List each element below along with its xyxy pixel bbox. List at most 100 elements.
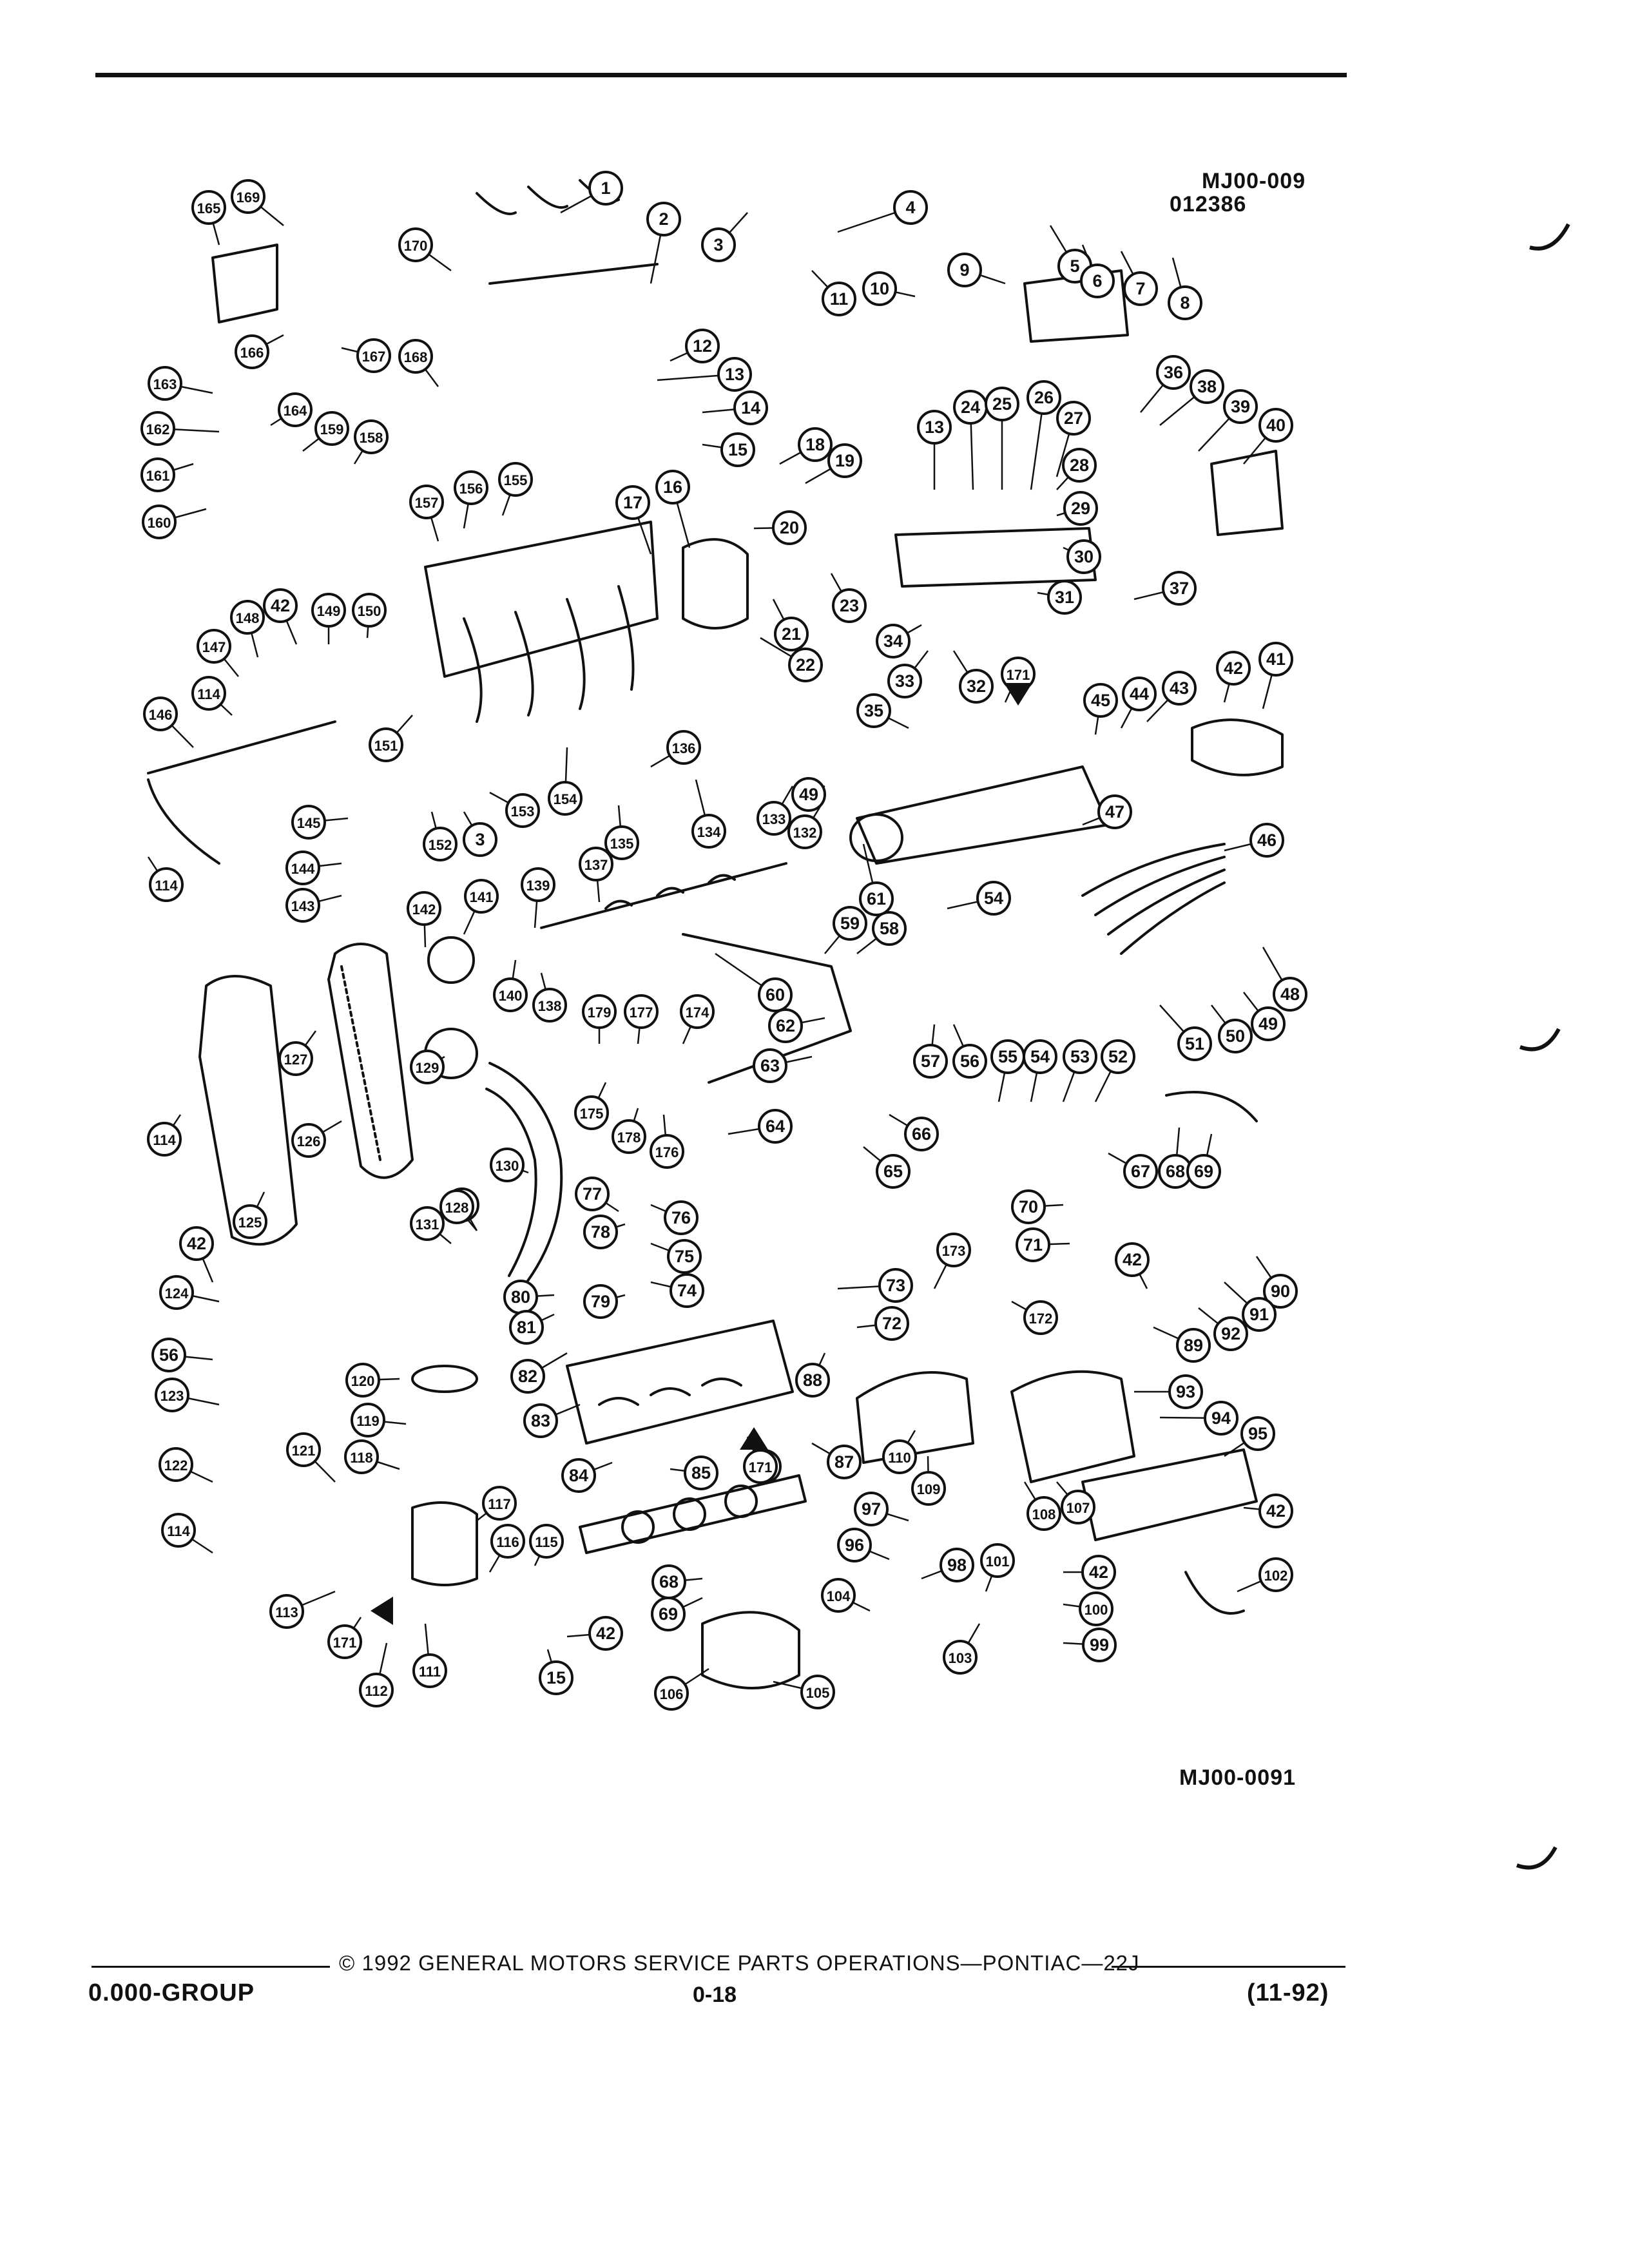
callout-number: 30 xyxy=(1074,547,1094,566)
callout-number: 170 xyxy=(404,238,428,254)
callout-number: 63 xyxy=(760,1056,780,1075)
callout-balloon: 83 xyxy=(523,1403,558,1438)
callout-number: 126 xyxy=(297,1133,321,1149)
callout-balloon: 63 xyxy=(753,1048,787,1083)
callout-number: 9 xyxy=(959,260,969,280)
callout-balloon: 55 xyxy=(990,1039,1025,1074)
callout-number: 49 xyxy=(1258,1014,1278,1033)
group-label: 0.000-GROUP xyxy=(88,1979,255,2006)
callout-number: 45 xyxy=(1091,691,1110,710)
callout-number: 102 xyxy=(1264,1568,1288,1584)
callout-number: 121 xyxy=(292,1443,316,1459)
callout-balloon: 64 xyxy=(758,1109,793,1144)
callout-number: 114 xyxy=(153,1132,176,1148)
callout-number: 18 xyxy=(805,435,825,454)
callout-number: 167 xyxy=(362,349,386,365)
callout-number: 49 xyxy=(799,785,818,804)
part-outline xyxy=(411,1365,478,1393)
callout-number: 134 xyxy=(697,824,721,840)
callout-balloon: 179 xyxy=(582,994,617,1029)
callout-balloon: 34 xyxy=(876,624,911,658)
callout-number: 46 xyxy=(1257,831,1277,850)
callout-number: 123 xyxy=(160,1388,184,1404)
callout-number: 96 xyxy=(845,1535,864,1555)
callout-number: 84 xyxy=(569,1466,588,1485)
callout-balloon: 73 xyxy=(878,1268,913,1303)
callout-number: 155 xyxy=(504,472,528,488)
binder-mark-icon xyxy=(1516,1846,1557,1870)
callout-number: 54 xyxy=(984,889,1003,908)
callout-balloon: 7 xyxy=(1123,271,1158,306)
callout-balloon: 33 xyxy=(887,664,922,698)
callout-balloon: 10 xyxy=(862,271,897,306)
callout-balloon: 101 xyxy=(980,1543,1015,1578)
callout-number: 50 xyxy=(1226,1026,1245,1046)
callout-number: 33 xyxy=(895,671,914,691)
part-outline xyxy=(463,585,635,723)
top-rule xyxy=(95,73,1347,77)
callout-balloon: 164 xyxy=(278,392,313,427)
callout-balloon: 123 xyxy=(155,1378,189,1412)
callout-balloon: 144 xyxy=(285,850,320,885)
callout-number: 166 xyxy=(240,345,264,361)
part-outline xyxy=(1191,718,1284,776)
callout-balloon: 133 xyxy=(757,801,791,836)
callout-number: 83 xyxy=(531,1411,550,1430)
callout-balloon: 25 xyxy=(985,387,1019,421)
callout-balloon: 150 xyxy=(352,593,387,628)
callout-number: 93 xyxy=(1176,1382,1195,1401)
callout-balloon: 80 xyxy=(503,1280,538,1314)
callout-number: 10 xyxy=(870,279,889,298)
callout-number: 2 xyxy=(659,209,668,229)
callout-number: 141 xyxy=(470,889,494,905)
callout-number: 124 xyxy=(165,1285,189,1302)
callout-number: 116 xyxy=(496,1534,519,1550)
callout-balloon: 177 xyxy=(624,994,659,1029)
callout-number: 77 xyxy=(583,1184,602,1204)
part-outline xyxy=(566,1320,794,1445)
callout-number: 129 xyxy=(416,1060,439,1076)
part-outline xyxy=(483,1069,556,1289)
callout-number: 26 xyxy=(1034,388,1054,407)
callout-balloon: 77 xyxy=(575,1177,610,1211)
callout-balloon: 13 xyxy=(917,410,952,445)
callout-number: 68 xyxy=(659,1572,679,1591)
callout-number: 144 xyxy=(291,861,315,877)
callout-balloon: 78 xyxy=(583,1215,618,1249)
callout-number: 122 xyxy=(164,1457,188,1474)
callout-number: 58 xyxy=(880,919,899,938)
callout-balloon: 22 xyxy=(788,648,823,682)
callout-balloon: 114 xyxy=(161,1513,196,1548)
callout-balloon: 87 xyxy=(827,1445,862,1479)
callout-balloon: 111 xyxy=(412,1653,447,1688)
callout-balloon: 103 xyxy=(943,1640,978,1675)
callout-number: 44 xyxy=(1130,684,1149,704)
callout-number: 149 xyxy=(317,603,341,619)
callout-balloon: 97 xyxy=(854,1492,889,1526)
callout-number: 41 xyxy=(1266,649,1286,669)
callout-balloon: 171 xyxy=(327,1624,362,1659)
callout-balloon: 140 xyxy=(493,977,528,1012)
callout-number: 61 xyxy=(867,889,886,908)
callout-number: 164 xyxy=(284,403,307,419)
callout-number: 22 xyxy=(796,655,815,675)
callout-number: 145 xyxy=(297,815,321,831)
callout-balloon: 82 xyxy=(510,1359,545,1394)
callout-number: 60 xyxy=(766,985,785,1004)
callout-number: 101 xyxy=(986,1553,1010,1570)
callout-number: 15 xyxy=(546,1668,566,1687)
callout-number: 175 xyxy=(580,1106,604,1122)
callout-number: 42 xyxy=(187,1234,206,1253)
callout-number: 174 xyxy=(686,1004,709,1021)
callout-number: 169 xyxy=(236,189,260,206)
callout-balloon: 92 xyxy=(1213,1316,1248,1351)
callout-number: 128 xyxy=(445,1200,469,1216)
part-outline xyxy=(211,244,278,323)
callout-number: 4 xyxy=(905,198,915,217)
callout-balloon: 157 xyxy=(409,485,444,519)
callout-balloon: 26 xyxy=(1027,380,1061,415)
callout-number: 88 xyxy=(803,1370,822,1390)
callout-number: 131 xyxy=(416,1216,439,1233)
